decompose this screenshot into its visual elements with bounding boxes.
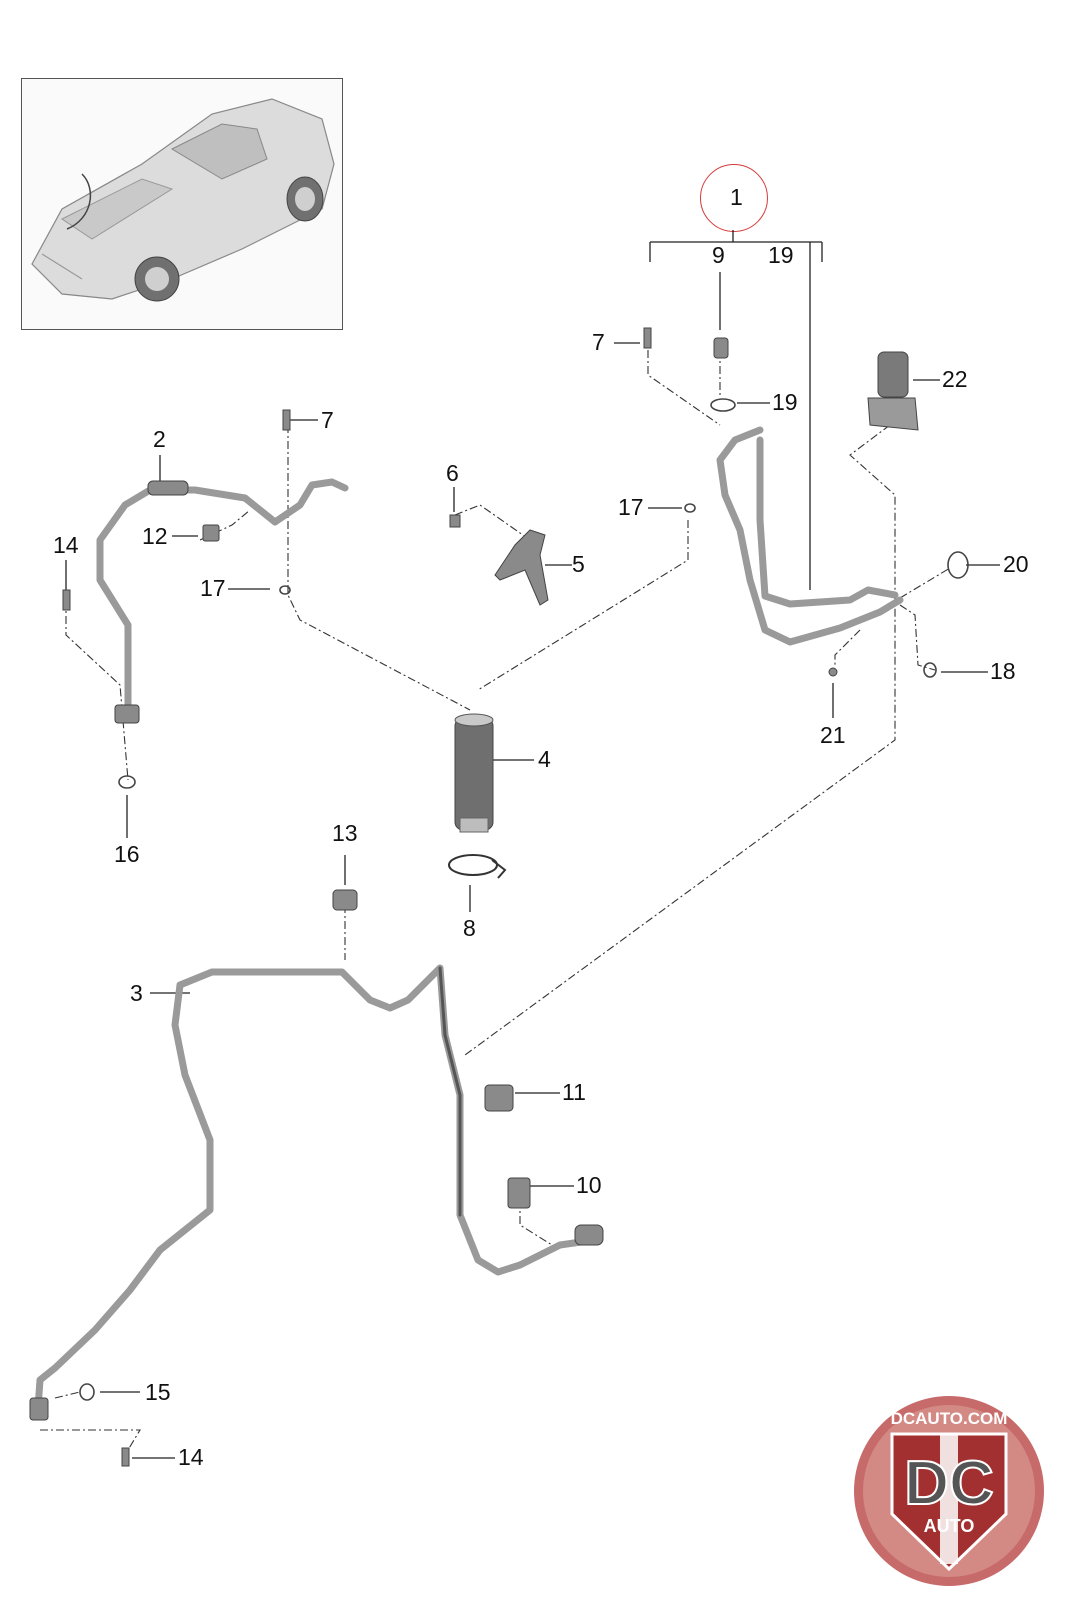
receiver-drier-icon: [454, 713, 494, 833]
callout-4: 4: [538, 746, 551, 772]
callout-7-top: 7: [592, 329, 605, 355]
callout-19: 19: [772, 389, 798, 415]
car-thumbnail-icon: [31, 98, 335, 302]
callout-3: 3: [130, 980, 143, 1006]
callout-14-bottom: 14: [178, 1444, 204, 1470]
highlight-circle: [700, 164, 768, 232]
callout-8: 8: [463, 915, 476, 941]
logo-site-text: DCAUTO.COM: [891, 1409, 1008, 1428]
bracket-icon: [494, 529, 549, 606]
callout-14-top: 14: [53, 532, 79, 558]
callout-16: 16: [114, 841, 140, 867]
callout-22: 22: [942, 366, 968, 392]
o-ring-icon: [79, 398, 969, 1401]
callout-5: 5: [572, 551, 585, 577]
callout-1: 1: [730, 184, 743, 210]
callout-19-group: 19: [768, 242, 794, 268]
callout-10: 10: [576, 1172, 602, 1198]
callout-2: 2: [153, 426, 166, 452]
callout-21: 21: [820, 722, 846, 748]
callout-7-left: 7: [321, 407, 334, 433]
sensor-icon: [867, 351, 919, 431]
vehicle-thumbnail: [21, 78, 343, 330]
bolt-icon: [643, 327, 652, 349]
logo-badge-icon: DCAUTO.COM DC AUTO: [854, 1396, 1044, 1586]
callout-6: 6: [446, 460, 459, 486]
callout-17-left: 17: [200, 575, 226, 601]
callout-15: 15: [145, 1379, 171, 1405]
callout-17-right: 17: [618, 494, 644, 520]
callout-13: 13: [332, 820, 358, 846]
callout-12: 12: [142, 523, 168, 549]
callout-20: 20: [1003, 551, 1029, 577]
valve-icon: [713, 337, 729, 359]
dcauto-logo: DCAUTO.COM DC AUTO: [852, 1394, 1046, 1588]
callout-11: 11: [562, 1079, 586, 1105]
callout-9: 9: [712, 242, 725, 268]
logo-word-text: AUTO: [924, 1516, 975, 1536]
callout-18: 18: [990, 658, 1016, 684]
logo-letters-text: DC: [904, 1449, 994, 1518]
clamp-icon: [448, 854, 507, 879]
